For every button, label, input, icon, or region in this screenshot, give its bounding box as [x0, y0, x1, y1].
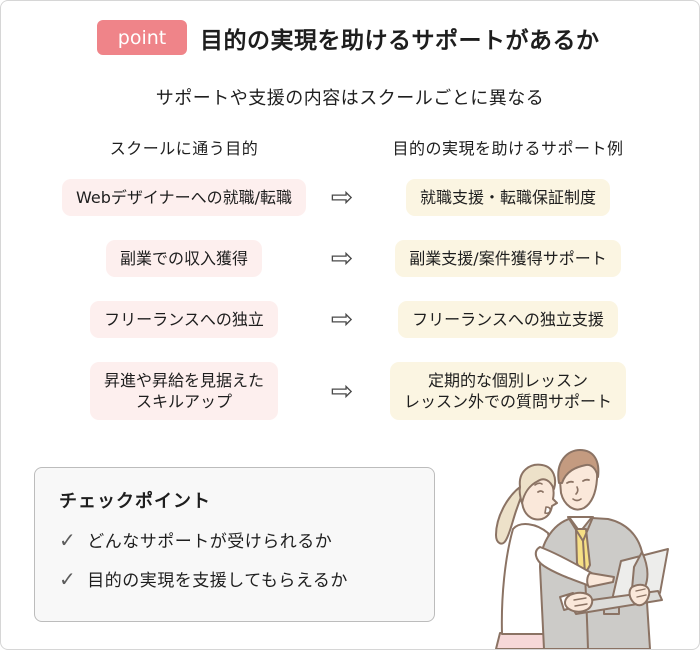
right-arrow-icon: ⇨	[330, 243, 354, 274]
check-icon: ✓	[59, 566, 77, 591]
support-box: 就職支援・転職保証制度	[405, 179, 610, 216]
checkpoint-title: チェックポイント	[59, 491, 211, 512]
support-box: 副業支援/案件獲得サポート	[395, 240, 621, 277]
right-arrow-icon: ⇨	[330, 375, 354, 407]
checkpoint-item: ✓ 目的の実現を支援してもらえるか	[59, 566, 410, 592]
column-header-purpose: スクールに通う目的	[109, 139, 259, 158]
support-box: 定期的な個別レッスン レッスン外での質問サポート	[389, 362, 626, 420]
table-row: 副業での収入獲得 ⇨ 副業支援/案件獲得サポート	[41, 240, 659, 277]
right-arrow-icon: ⇨	[330, 304, 354, 335]
checkpoint-box: チェックポイント ✓ どんなサポートが受けられるか ✓ 目的の実現を支援してもら…	[34, 467, 435, 622]
checkpoint-item-text: 目的の実現を支援してもらえるか	[87, 571, 348, 591]
point-badge: point	[97, 20, 187, 55]
table-row: フリーランスへの独立 ⇨ フリーランスへの独立支援	[41, 301, 659, 338]
purpose-box: フリーランスへの独立	[90, 301, 278, 338]
laptop	[569, 548, 669, 615]
column-header-support: 目的の実現を助けるサポート例	[392, 139, 624, 158]
comparison-table: スクールに通う目的 目的の実現を助けるサポート例 Webデザイナーへの就職/転職…	[41, 135, 659, 420]
right-arrow-icon: ⇨	[330, 182, 354, 213]
column-headers: スクールに通う目的 目的の実現を助けるサポート例	[41, 135, 659, 158]
support-box: フリーランスへの独立支援	[398, 301, 618, 338]
purpose-box: Webデザイナーへの就職/転職	[62, 179, 306, 216]
purpose-box: 副業での収入獲得	[105, 240, 262, 277]
check-icon: ✓	[59, 527, 77, 552]
pointing-hand	[534, 546, 615, 613]
people-laptop-illustration	[495, 449, 669, 649]
table-row: Webデザイナーへの就職/転職 ⇨ 就職支援・転職保証制度	[41, 179, 659, 216]
page-title: 目的の実現を助けるサポートがあるか	[200, 27, 600, 54]
checkpoint-item-text: どんなサポートが受けられるか	[87, 532, 333, 552]
header: point 目的の実現を助けるサポートがあるか	[97, 20, 600, 55]
subtitle: サポートや支援の内容はスクールごとに異なる	[155, 88, 545, 109]
man-figure	[539, 449, 651, 649]
table-row: 昇進や昇給を見据えた スキルアップ ⇨ 定期的な個別レッスン レッスン外での質問…	[41, 362, 659, 420]
checkpoint-item: ✓ どんなサポートが受けられるか	[59, 527, 410, 553]
purpose-box: 昇進や昇給を見据えた スキルアップ	[89, 362, 278, 420]
